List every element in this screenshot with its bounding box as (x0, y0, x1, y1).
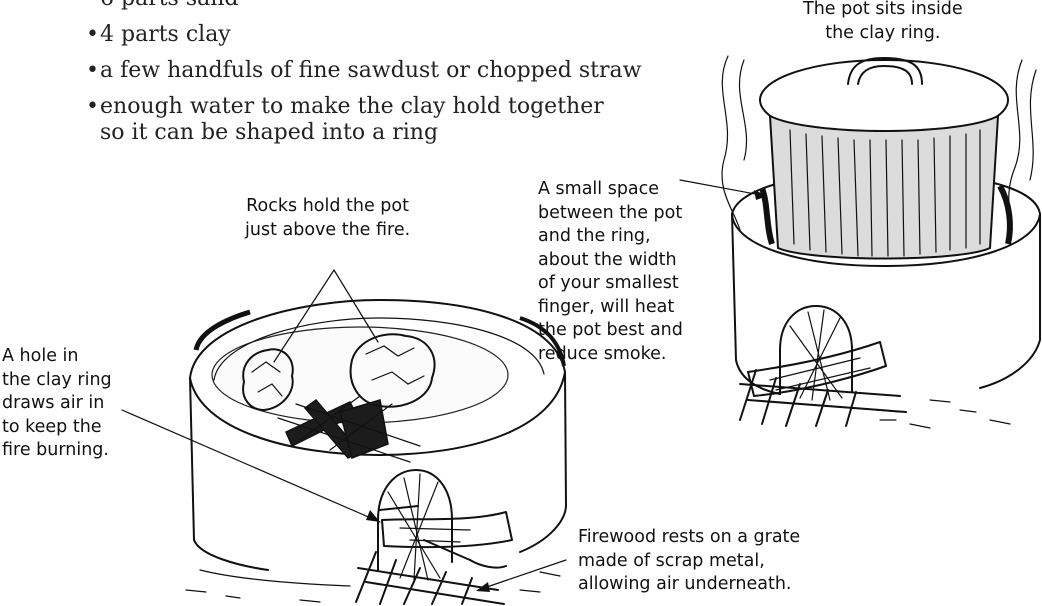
label-rocks: Rocks hold the pot just above the fire. (245, 195, 410, 242)
label-pot-inside-ring: The pot sits inside the clay ring. (803, 0, 963, 45)
rim-shading-left (196, 312, 250, 350)
pot-in-clay-ring-stove (680, 56, 1040, 428)
ground-marks-left (186, 570, 560, 602)
label-small-space: A small space between the pot and the ri… (538, 178, 683, 366)
ring-body-right (520, 372, 566, 552)
hole-grate (388, 474, 440, 580)
pot-body (770, 116, 998, 259)
steam-right-2 (1030, 70, 1036, 180)
label-air-hole: A hole in the clay ring draws air in to … (2, 345, 112, 463)
ground-marks-right (876, 400, 1010, 428)
leader-air-hole (122, 410, 380, 522)
steam-left-2 (739, 60, 746, 160)
open-clay-ring-stove (122, 270, 566, 604)
label-firewood-grate: Firewood rests on a grate made of scrap … (578, 526, 800, 597)
